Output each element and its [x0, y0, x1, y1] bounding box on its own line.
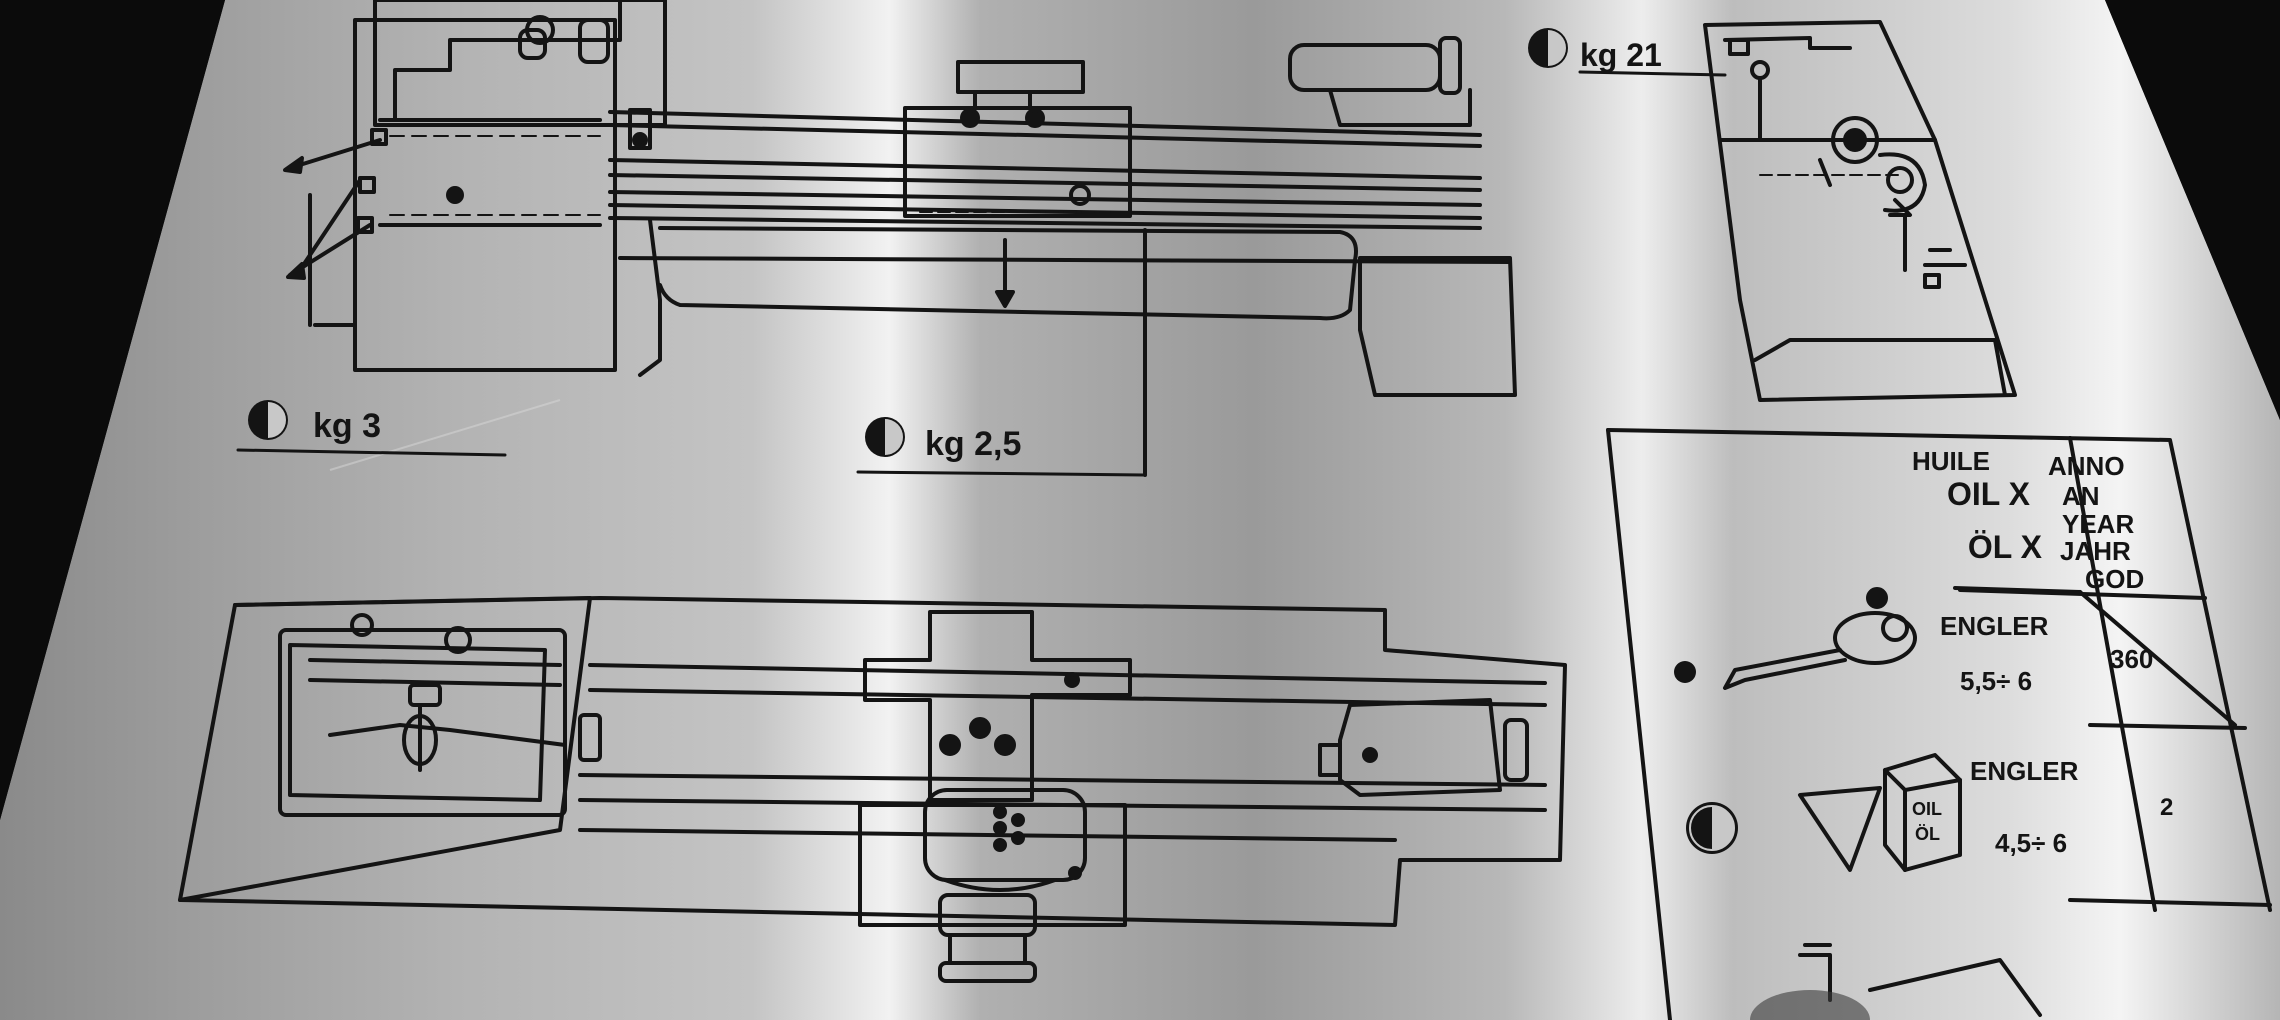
- headstock-callout: kg 3: [236, 400, 507, 457]
- interval-header-line: YEAR: [2062, 509, 2134, 539]
- oil-point-icon: [1674, 661, 1696, 683]
- apron-amount-label: kg 2,5: [925, 425, 1021, 463]
- interval-header-line: JAHR: [2060, 536, 2131, 566]
- oil-header-line: HUILE: [1912, 446, 1990, 476]
- gearbox-end-view: [1703, 20, 2017, 402]
- oil-canister-icon: [1798, 753, 1962, 872]
- interval-header-line: ANNO: [2048, 451, 2125, 481]
- legend-header-oil: HUILE OIL X ÖL X: [1912, 446, 2043, 565]
- grease-interval-value: 2: [2160, 794, 2173, 821]
- grease-grade-label: ENGLER: [1970, 756, 2079, 786]
- gearbox-callout: kg 21: [1528, 28, 1727, 77]
- oil-grade-label: ENGLER: [1940, 611, 2049, 641]
- oil-header-line: ÖL X: [1968, 529, 2043, 565]
- oil-interval-value: 360: [2110, 644, 2153, 674]
- lathe-top-view: [178, 596, 1567, 983]
- interval-header-line: AN: [2062, 481, 2100, 511]
- lubricant-legend-table: [1606, 428, 2272, 1020]
- oil-can-icon: [1723, 587, 1917, 690]
- legend-row-oil: ENGLER 5,5÷ 6 360: [1674, 587, 2153, 696]
- headstock-amount-label: kg 3: [313, 407, 381, 445]
- grease-viscosity-value: 4,5÷ 6: [1995, 828, 2067, 858]
- apron-callout: kg 2,5: [856, 417, 1147, 477]
- gearbox-amount-label: kg 21: [1580, 37, 1662, 73]
- interval-header-line: GOD: [2085, 564, 2144, 594]
- oil-header-line: OIL X: [1947, 476, 2031, 512]
- lathe-side-view: [283, 0, 1517, 477]
- can-text: OIL: [1912, 799, 1942, 819]
- drain-tap-icon: [1798, 943, 2042, 1017]
- oil-viscosity-value: 5,5÷ 6: [1960, 666, 2032, 696]
- legend-row-grease: OIL ÖL ENGLER 4,5÷ 6 2: [1686, 753, 2173, 872]
- legend-header-interval: ANNO AN YEAR JAHR GOD: [2048, 451, 2144, 594]
- can-text: ÖL: [1915, 824, 1940, 844]
